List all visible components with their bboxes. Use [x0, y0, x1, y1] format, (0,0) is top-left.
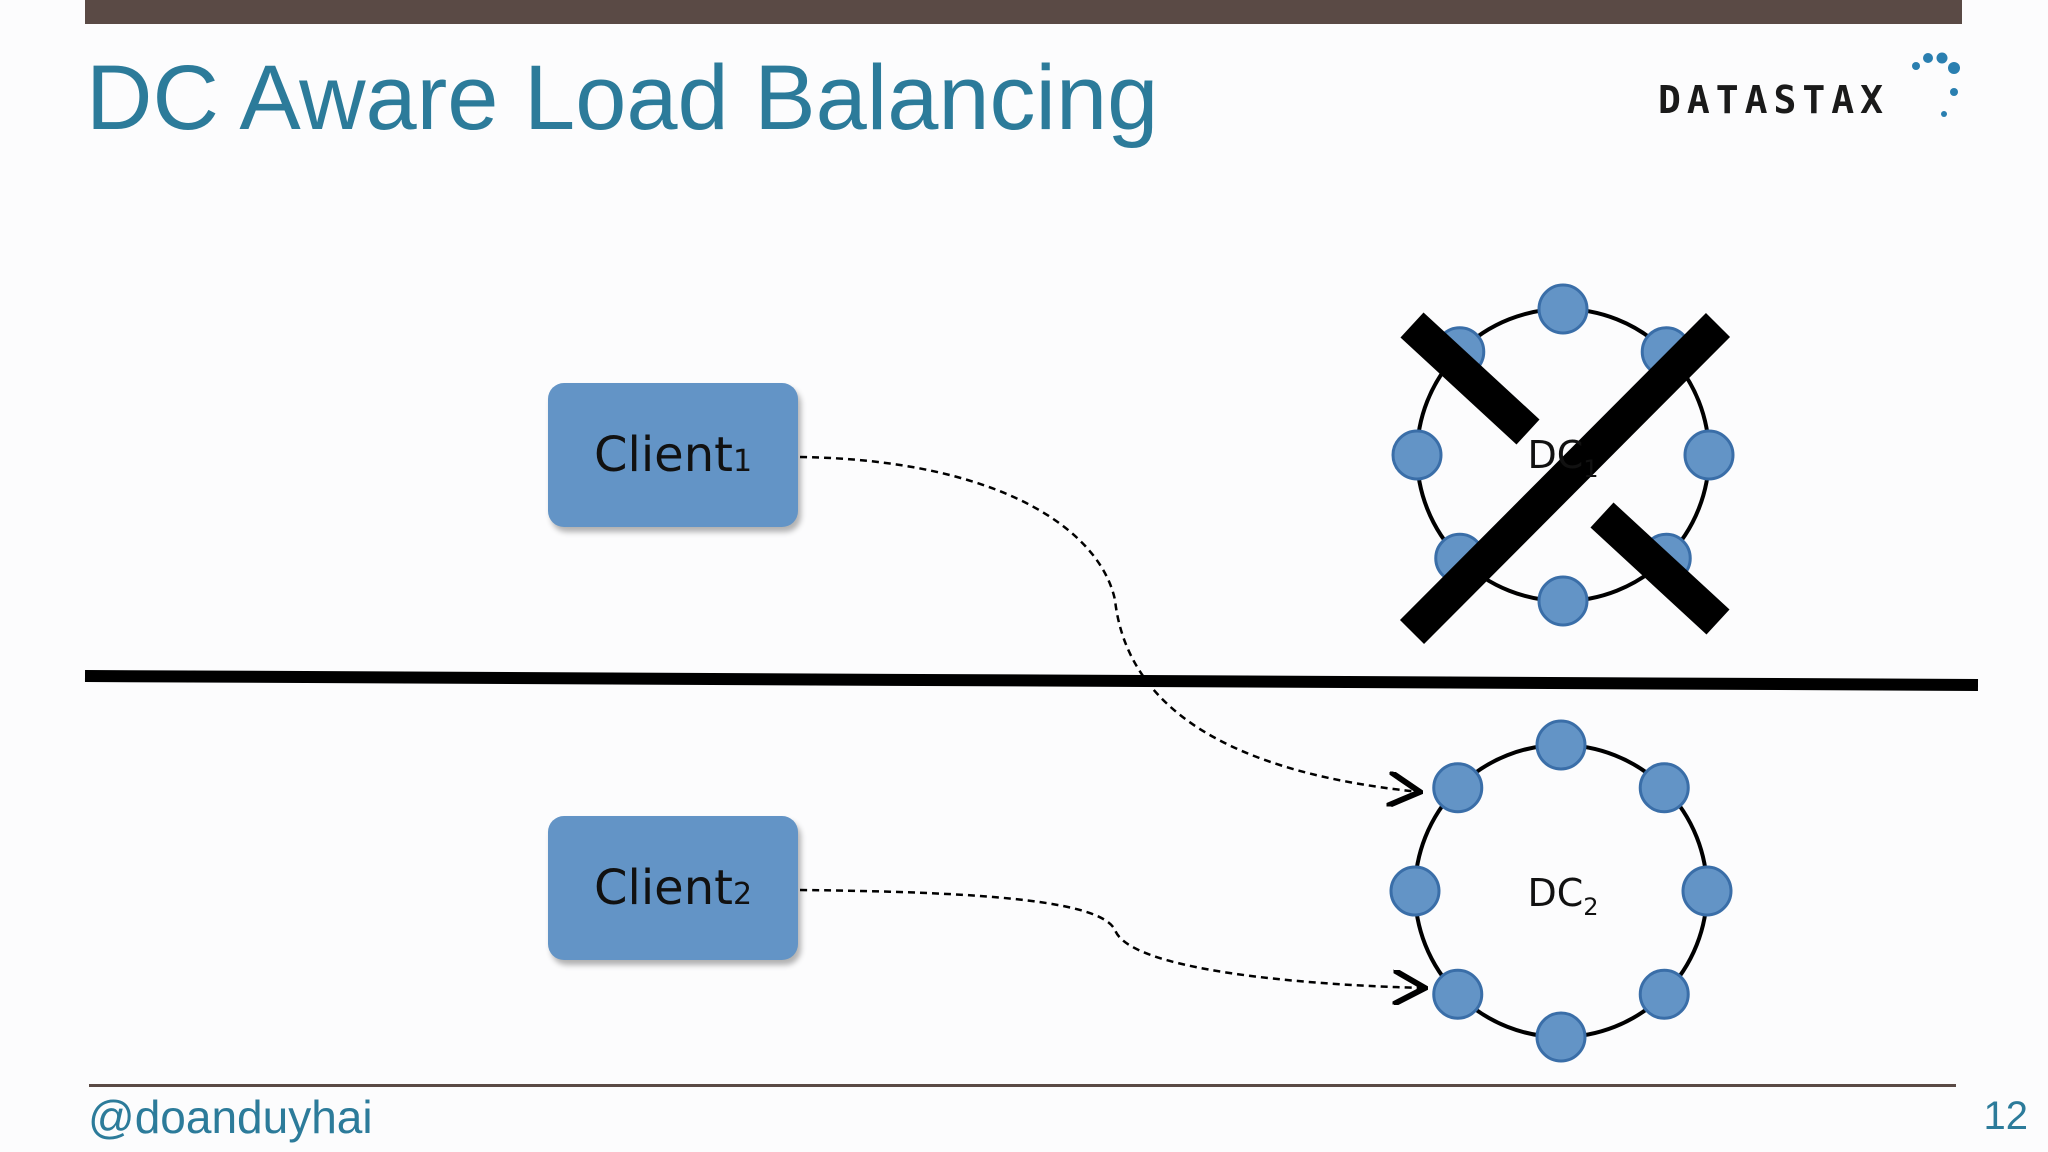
logo-text: DATASTAX — [1658, 78, 1890, 122]
dc1-down-cross-icon — [1399, 312, 1731, 645]
dc2-name: DC — [1527, 871, 1584, 916]
dc2-node — [1638, 968, 1690, 1020]
dc2-node — [1432, 762, 1484, 814]
dc1-label: DC1 — [1527, 433, 1599, 483]
dc2-ring — [1389, 719, 1733, 1063]
dc1-node — [1537, 283, 1589, 335]
dc1-node — [1683, 429, 1735, 481]
dc2-node — [1681, 865, 1733, 917]
dc2-node — [1535, 719, 1587, 771]
client2-to-dc2-connection — [799, 888, 1425, 988]
dc2-node — [1638, 762, 1690, 814]
dc2-node — [1432, 968, 1484, 1020]
dc2-node — [1535, 1011, 1587, 1063]
client1-label: Client — [593, 427, 733, 483]
separator-line — [84, 670, 1979, 691]
client1-subscript: 1 — [732, 443, 753, 479]
client2-label: Client — [593, 860, 733, 916]
page-number: 12 — [1983, 1094, 2029, 1138]
top-bar — [85, 0, 1962, 24]
logo-dots-icon — [1912, 52, 1960, 117]
footer-handle: @doanduyhai — [88, 1091, 373, 1143]
dc2-subscript: 2 — [1583, 892, 1599, 921]
dc1-node — [1391, 429, 1443, 481]
client1-to-dc2-connection — [799, 455, 1420, 792]
footer-line — [89, 1084, 1956, 1087]
client2-subscript: 2 — [732, 876, 753, 912]
dc1-node — [1537, 575, 1589, 627]
dc2-label: DC2 — [1527, 871, 1598, 921]
slide-title: DC Aware Load Balancing — [86, 47, 1159, 149]
datastax-logo: DATASTAX — [1658, 50, 1978, 130]
dc2-node — [1389, 865, 1441, 917]
